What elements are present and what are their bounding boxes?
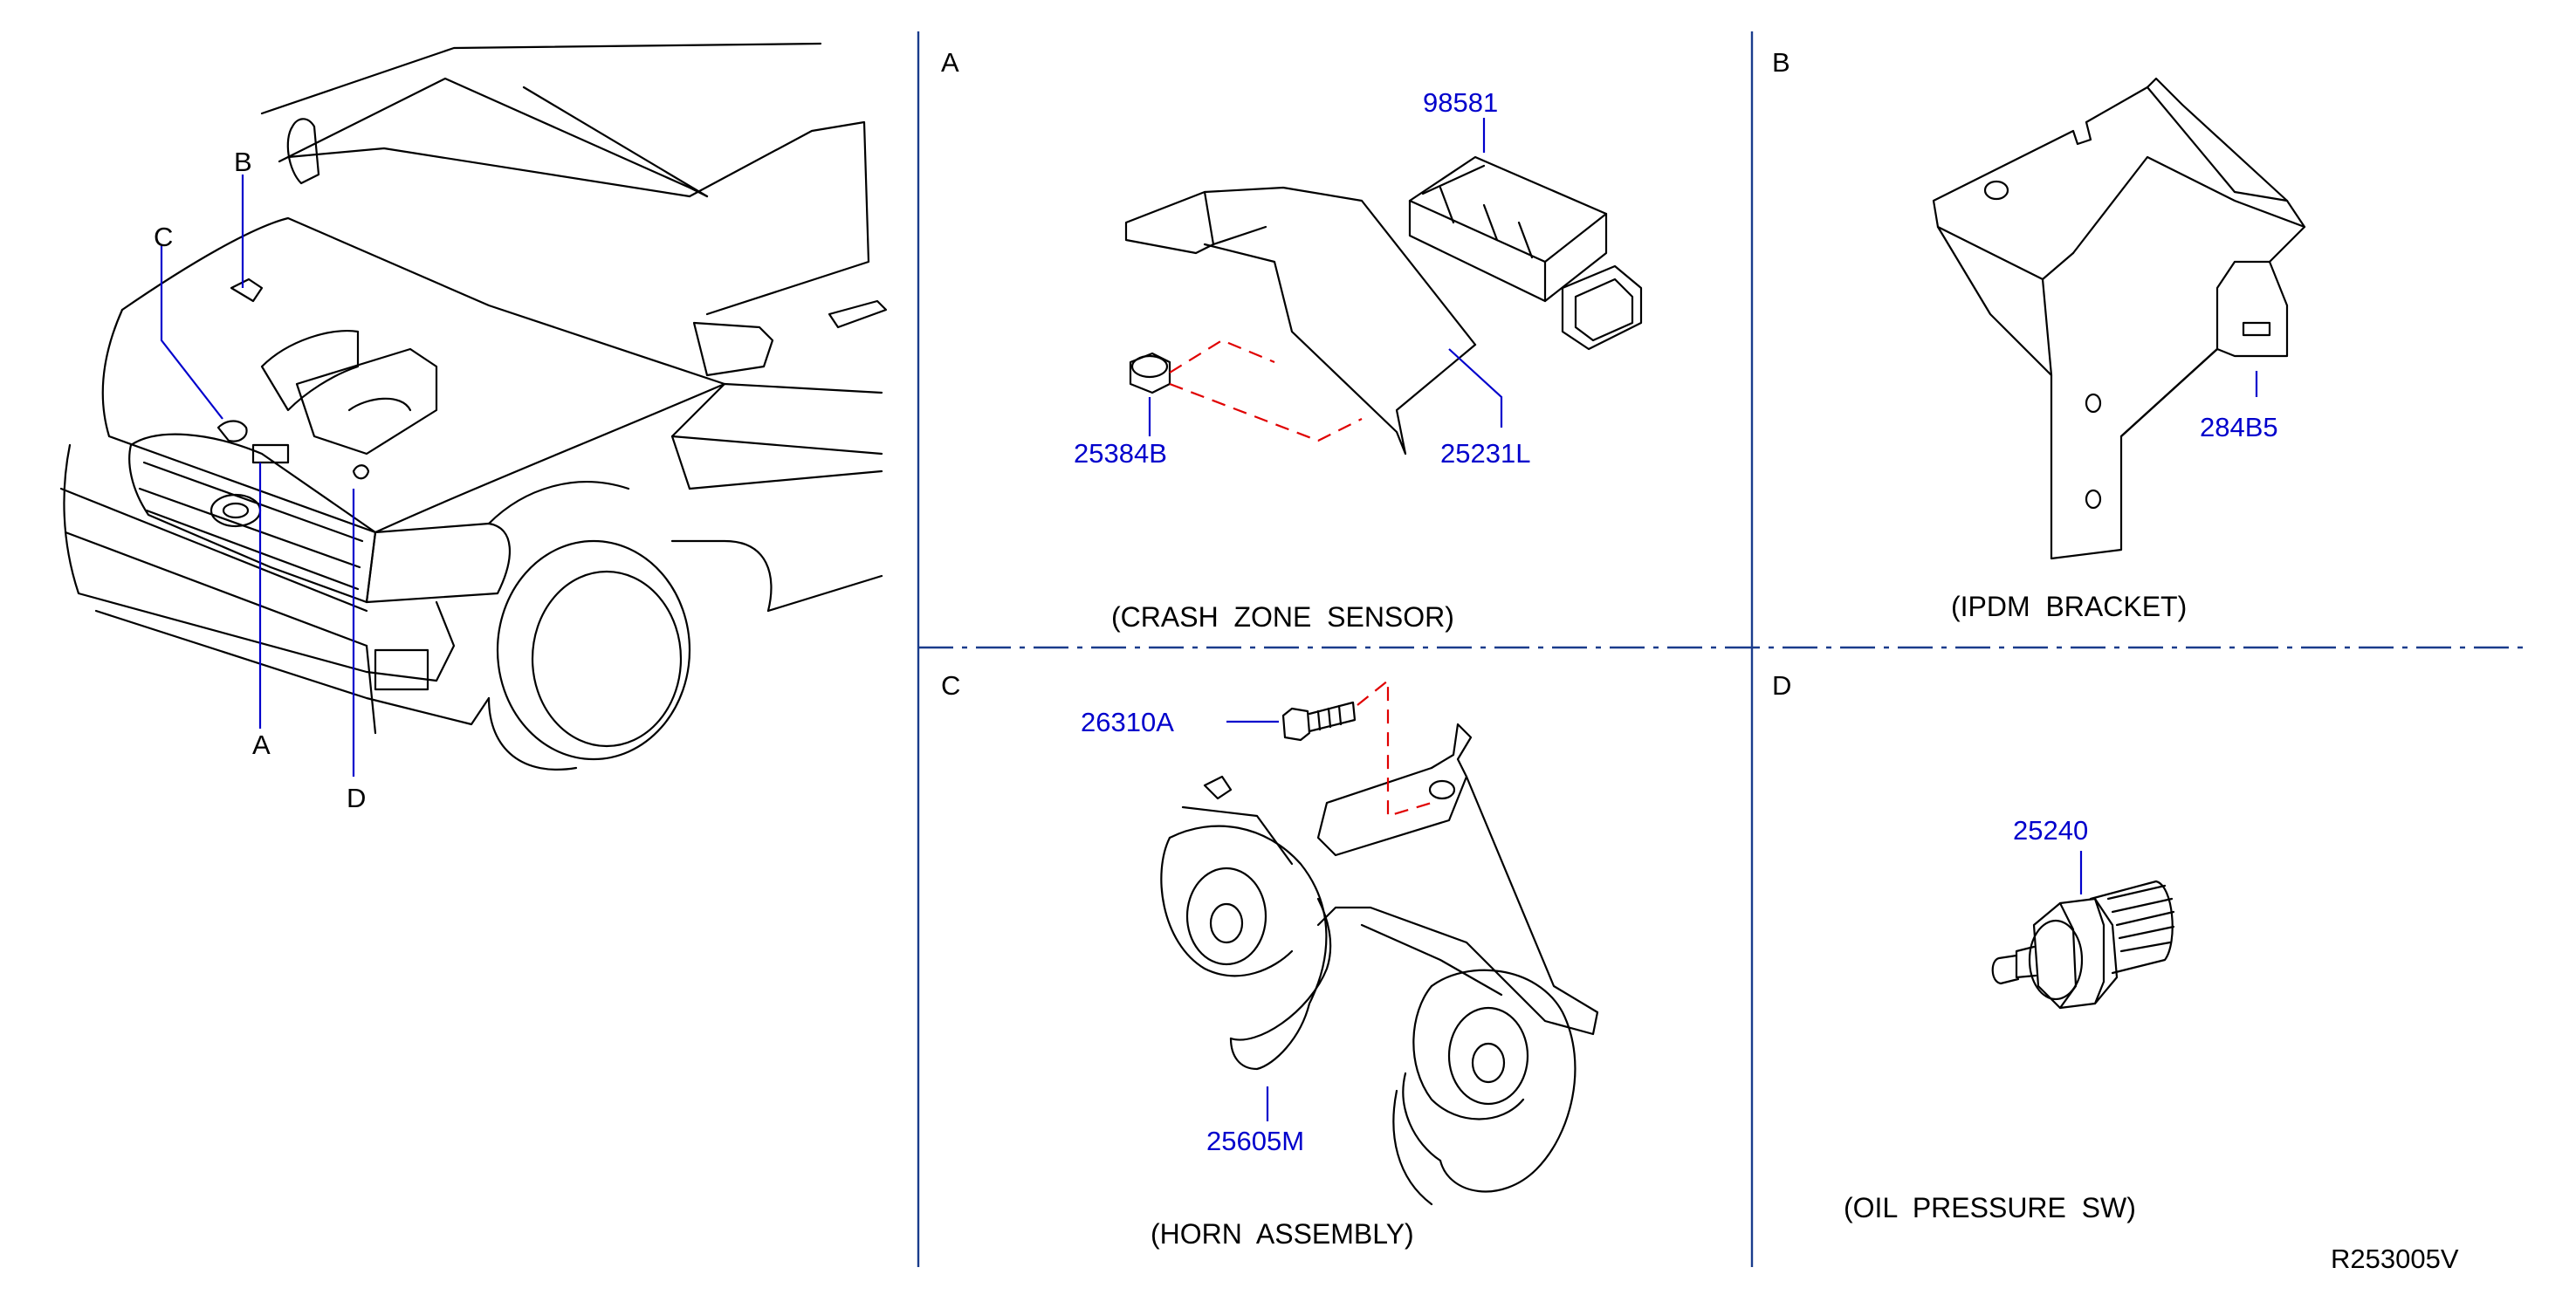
panel-d-letter: D [1772, 670, 1791, 701]
panel-c-letter: C [941, 670, 960, 701]
panel-c-caption: (HORN ASSEMBLY) [1151, 1218, 1414, 1250]
panel-a-caption: (CRASH ZONE SENSOR) [1111, 601, 1454, 633]
part-26310a[interactable]: 26310A [1081, 707, 1174, 737]
ipdm-bracket-art [1932, 77, 2306, 560]
panel-d: D 25240 (OIL PRESSURE SW) [1772, 670, 2175, 1223]
leader-25231l [1448, 348, 1503, 428]
panel-d-caption: (OIL PRESSURE SW) [1844, 1192, 2136, 1223]
part-98581[interactable]: 98581 [1423, 87, 1498, 118]
panel-a-links [1148, 118, 1503, 442]
callout-c: C [154, 222, 173, 252]
vehicle-overview [59, 42, 888, 771]
crash-zone-sensor-art [1124, 155, 1643, 456]
part-284b5[interactable]: 284B5 [2200, 412, 2278, 442]
leader-c [160, 244, 223, 420]
part-25605m[interactable]: 25605M [1206, 1126, 1304, 1156]
nut-link [1169, 339, 1363, 442]
callout-d: D [347, 783, 366, 813]
panel-b-caption: (IPDM BRACKET) [1951, 591, 2187, 622]
panel-c: C [941, 670, 1599, 1250]
callout-b: B [234, 147, 252, 177]
panel-c-links [1226, 678, 1432, 1121]
panel-b: B 284B5 (IPDM BRACKET) [1772, 47, 2306, 622]
panel-b-letter: B [1772, 47, 1790, 78]
part-25231l[interactable]: 25231L [1440, 438, 1530, 469]
overview-callouts: B C A D [154, 147, 366, 813]
overview-leaders [160, 175, 355, 777]
part-25384b[interactable]: 25384B [1074, 438, 1167, 469]
panel-a: A 98581 25384B [941, 47, 1643, 633]
horn-assembly-art [1160, 701, 1599, 1206]
bolt-link [1357, 678, 1432, 818]
panel-dividers [917, 31, 2531, 1267]
reference-code: R253005V [2331, 1244, 2459, 1274]
panel-a-letter: A [941, 47, 959, 78]
callout-a: A [252, 730, 271, 760]
part-25240[interactable]: 25240 [2013, 815, 2088, 846]
oil-pressure-switch-art [1991, 880, 2175, 1010]
